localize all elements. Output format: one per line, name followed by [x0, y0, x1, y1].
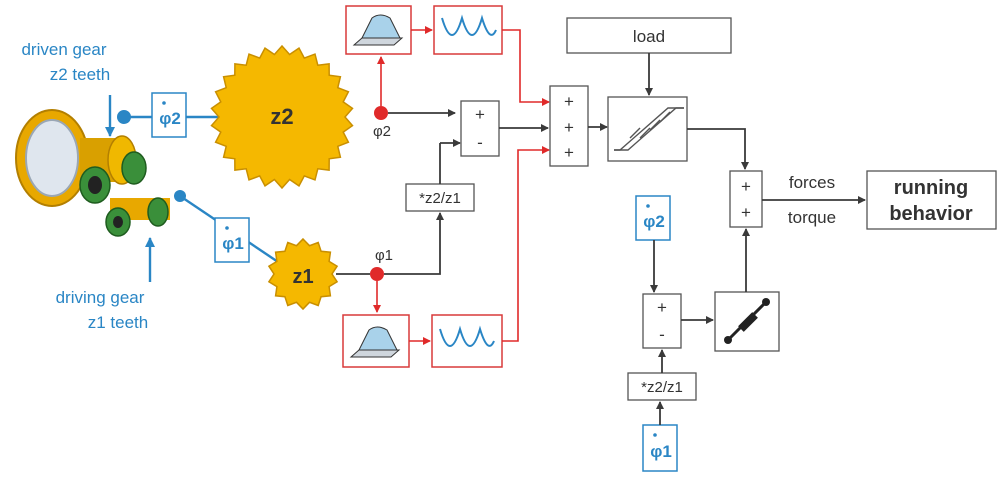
phi2-node-label: φ2: [373, 123, 391, 140]
diff-right-minus-sign: -: [659, 325, 665, 344]
tooth-profile-icon-bottom: [349, 326, 401, 358]
ratio-block-top: [405, 183, 475, 212]
phi2-right-dot-mark: [646, 204, 650, 208]
phi2-right-box: [635, 195, 671, 241]
driving-gear-label: driving gear: [56, 288, 145, 307]
output-sum-plus-2: +: [741, 203, 751, 222]
sum-plus-sign-1: +: [564, 92, 574, 111]
difference-plus-sign: +: [475, 105, 485, 124]
output-sum-block: [729, 170, 763, 228]
forces-label: forces: [789, 173, 835, 192]
sum-plus-sign-3: +: [564, 143, 574, 162]
driven-gear-label: driven gear: [21, 40, 106, 59]
small-gear-label: z1: [292, 266, 313, 288]
phi2-box: [151, 92, 187, 138]
phi1-dot-mark: [225, 226, 229, 230]
phi2-label: φ2: [159, 109, 181, 128]
top-wave-box: [433, 5, 503, 55]
hysteresis-icon: [614, 107, 684, 151]
sine-wave-icon-bottom: [439, 325, 495, 347]
gear-assembly-icon: [15, 109, 170, 237]
torque-label: torque: [788, 208, 836, 227]
driving-gear-teeth-label: z1 teeth: [88, 313, 149, 332]
phi2-dot-mark: [162, 101, 166, 105]
ratio-block-bottom-label: *z2/z1: [641, 379, 683, 396]
sum-plus-sign-2: +: [564, 118, 574, 137]
phi1-node: [370, 267, 384, 281]
running-behavior-line2: behavior: [889, 203, 973, 225]
output-sum-plus-1: +: [741, 177, 751, 196]
top-wave-to-sum-wire: [502, 29, 550, 106]
big-gear-z2: [210, 44, 354, 190]
phi1-label: φ1: [222, 234, 244, 253]
diff-block-right: [642, 293, 682, 349]
bottom-wave-box: [431, 314, 503, 368]
phi1-right-box: [642, 424, 678, 472]
load-block-label: load: [633, 27, 665, 46]
bottom-wave-to-sum-wire: [502, 146, 550, 342]
running-behavior-line1: running: [894, 177, 968, 199]
driven-gear-teeth-label: z2 teeth: [50, 65, 111, 84]
small-gear-z1: [267, 237, 339, 311]
phi1-box: [214, 217, 250, 263]
difference-block: [460, 100, 500, 157]
tooth-profile-icon: [352, 14, 404, 46]
hysteresis-to-sum-wire: [687, 128, 749, 170]
ratio-block-top-label: *z2/z1: [419, 190, 461, 207]
phi1-right-label: φ1: [650, 442, 672, 461]
bottom-tooth-profile-box: [342, 314, 410, 368]
running-behavior-block: [866, 170, 997, 230]
phi1-node-label: φ1: [375, 247, 393, 264]
hysteresis-block: [607, 96, 688, 162]
phi2-right-label: φ2: [643, 212, 665, 231]
phi1-to-ratio-wire: [384, 212, 444, 275]
difference-minus-sign: -: [477, 133, 483, 152]
damper-icon: [724, 298, 770, 344]
sine-wave-icon: [441, 14, 497, 36]
phi1-right-dot-mark: [653, 433, 657, 437]
phi2-node: [374, 106, 388, 120]
big-gear-label: z2: [270, 104, 293, 129]
triple-sum-block: [549, 85, 589, 167]
ratio-block-bottom: [627, 372, 697, 401]
diff-right-plus-sign: +: [657, 298, 667, 317]
